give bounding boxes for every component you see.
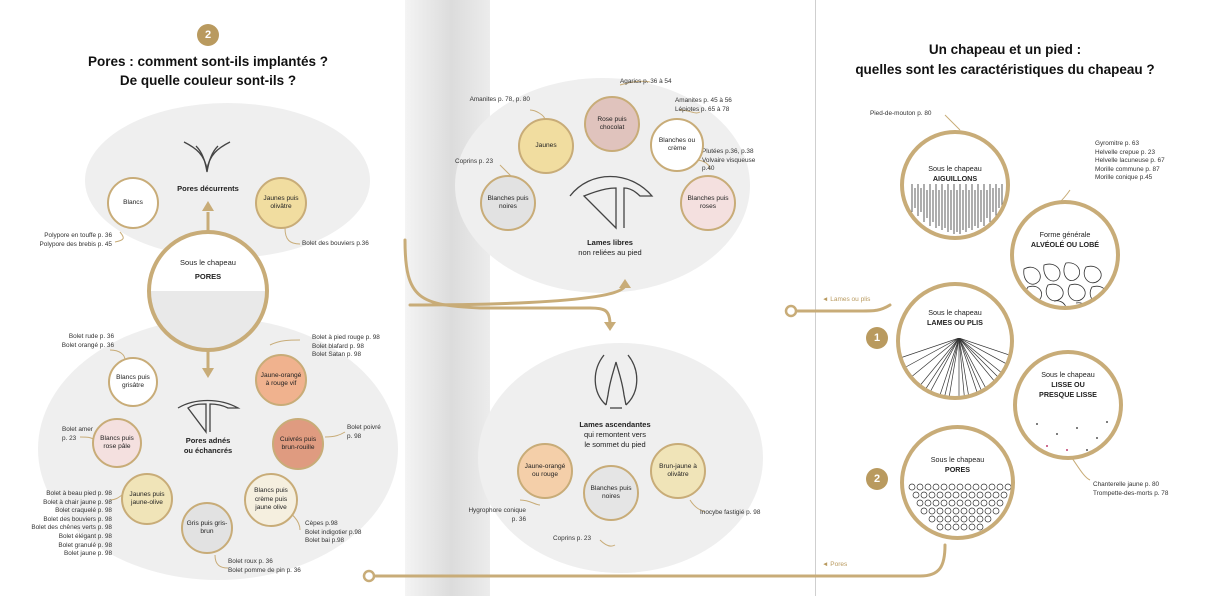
- aiguillons-label: AIGUILLONS: [932, 174, 978, 183]
- arrow-pores-label: ◄ Pores: [822, 561, 848, 568]
- lames-top: Sous le chapeau: [928, 308, 982, 317]
- right-title-1: Un chapeau et un pied :: [928, 42, 1082, 57]
- arrow-lames-label: ◄ Lames ou plis: [822, 296, 871, 303]
- circle-lisse: Sous le chapeau LISSE OU PRESQUE LISSE: [1013, 350, 1123, 460]
- label-lames-libres-sub: non reliées au pied: [578, 248, 642, 257]
- center-pores-bold: PORES: [194, 272, 222, 281]
- circle-brun-jaune: Brun-jaune à olivâtre: [650, 443, 706, 499]
- label-pores-adnes-2: ou échancrés: [183, 446, 233, 455]
- center-pores-label: Sous le chapeau: [180, 258, 236, 267]
- aiguillons-top: Sous le chapeau: [928, 164, 982, 173]
- alveole-label: ALVÉOLÉ OU LOBÉ: [1030, 240, 1100, 249]
- circle-jaunes-jaune-olive: Jaunes puis jaune-olive: [121, 473, 173, 525]
- label-pores-adnes-1: Pores adnés: [185, 436, 231, 445]
- circle-blanches-noires: Blanches puis noires: [480, 175, 536, 231]
- left-title-2: De quelle couleur sont-ils ?: [119, 73, 297, 88]
- circle-aiguillons: Sous le chapeau AIGUILLONS: [900, 130, 1010, 240]
- ref-agarics: Agarics p. 36 à 54: [620, 78, 672, 85]
- ref-pied-mouton: Pied-de-mouton p. 80: [870, 110, 932, 117]
- circle-lames: Sous le chapeau LAMES OU PLIS: [896, 282, 1014, 400]
- circle-blancs-grisatre: Blancs puis grisâtre: [108, 357, 158, 407]
- circle-pores-right: Sous le chapeau PORES: [900, 425, 1015, 540]
- step-2-badge-right: 2: [866, 468, 888, 490]
- circle-jaunes: Jaunes: [518, 118, 574, 174]
- label-lames-asc: Lames ascendantes: [579, 420, 651, 429]
- center-pores-circle: [147, 230, 269, 352]
- lisse-top: Sous le chapeau: [1041, 370, 1095, 379]
- circle-blanches-roses: Blanches puis roses: [680, 175, 736, 231]
- circle-blancs: Blancs: [107, 177, 159, 229]
- label-lames-libres: Lames libres: [587, 238, 633, 247]
- circle-gris-brun: Gris puis gris-brun: [181, 502, 233, 554]
- circle-jaune-orange-rouge-mid: Jaune-orangé ou rouge: [517, 443, 573, 499]
- label-pores-decurrents: Pores décurrents: [177, 184, 239, 193]
- circle-blancs-rose: Blancs puis rose pâle: [92, 418, 142, 468]
- label-lames-asc-sub2: le sommet du pied: [584, 440, 646, 449]
- circle-jaunes-olivatre: Jaunes puis olivâtre: [255, 177, 307, 229]
- alveole-top: Forme générale: [1039, 230, 1091, 239]
- circle-alveole: Forme générale ALVÉOLÉ OU LOBÉ: [1010, 200, 1120, 310]
- circle-blancs-creme-olive: Blancs puis crème puis jaune olive: [244, 473, 298, 527]
- ref-bolet-bouviers: Bolet des bouviers p.36: [302, 240, 369, 247]
- circle-blanches-noires-2: Blanches puis noires: [583, 465, 639, 521]
- circle-cuivres: Cuivrés puis brun-rouille: [272, 418, 324, 470]
- circle-blanches-creme: Blanches ou crème: [650, 118, 704, 172]
- circle-rose-choco: Rose puis chocolat: [584, 96, 640, 152]
- gutter-shadow: [405, 0, 490, 596]
- circle-jaune-orange-rouge: Jaune-orangé à rouge vif: [255, 354, 307, 406]
- pores-right-top: Sous le chapeau: [930, 455, 985, 464]
- lisse-label: LISSE OU PRESQUE LISSE: [1039, 380, 1097, 399]
- ref-amanites-1: Amanites p. 78, p. 80: [469, 96, 530, 103]
- ref-coprins: Coprins p. 23: [455, 158, 494, 165]
- lames-label: LAMES OU PLIS: [927, 318, 983, 327]
- step-2-badge-left: 2: [197, 24, 219, 46]
- page-fold-line: [815, 0, 816, 596]
- right-title-2: quelles sont les caractéristiques du cha…: [855, 62, 1155, 77]
- step-1-badge: 1: [866, 327, 888, 349]
- left-title-1: Pores : comment sont-ils implantés ?: [87, 54, 329, 69]
- pores-right-label: PORES: [944, 465, 971, 474]
- ref-inocybe: Inocybe fastigié p. 98: [700, 509, 761, 516]
- ref-coprins-2: Coprins p. 23: [553, 535, 592, 542]
- label-lames-asc-sub1: qui remontent vers: [583, 430, 647, 439]
